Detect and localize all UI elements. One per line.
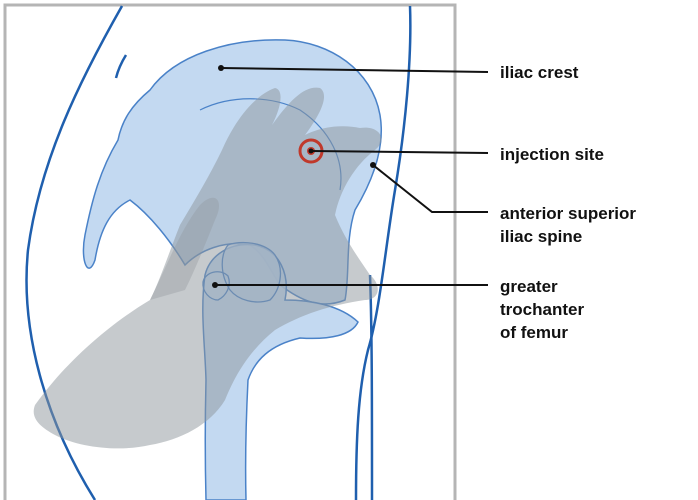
buttock-crease-mark xyxy=(116,55,126,78)
label-iliac-crest: iliac crest xyxy=(500,63,579,82)
label-trochanter-line1: greater xyxy=(500,277,558,296)
thigh-outline xyxy=(370,275,372,500)
label-asis-line1: anterior superior xyxy=(500,204,636,223)
label-asis-line2: iliac spine xyxy=(500,227,582,246)
leader-asis xyxy=(370,162,488,212)
label-trochanter-line3: of femur xyxy=(500,323,568,342)
label-injection-site: injection site xyxy=(500,145,604,164)
label-trochanter-line2: trochanter xyxy=(500,300,584,319)
